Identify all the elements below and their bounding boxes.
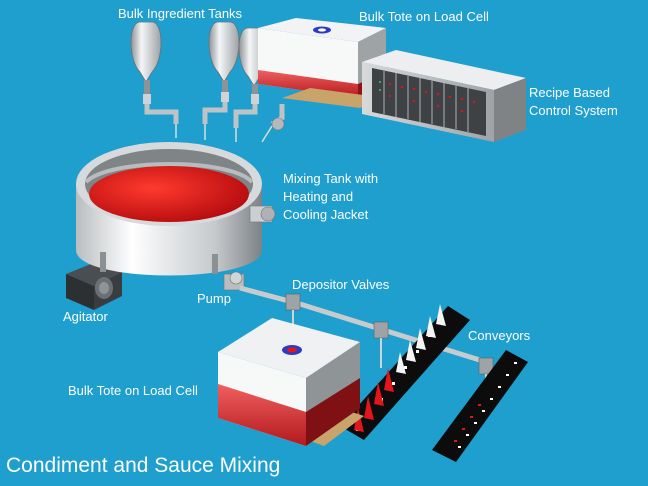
- label-mixing-tank-line2: Heating and: [283, 189, 354, 204]
- dispense-streams: [175, 124, 273, 143]
- label-mixing-tank-line1: Mixing Tank with: [283, 171, 379, 186]
- pump: [223, 271, 245, 291]
- label-bulk-tote-bottom: Bulk Tote on Load Cell: [68, 383, 198, 398]
- control-system-cabinet: [362, 50, 526, 142]
- label-mixing-tank-line3: Cooling Jacket: [283, 207, 369, 222]
- label-conveyors: Conveyors: [468, 328, 531, 343]
- cup-conveyor: [432, 350, 528, 462]
- diagram-title: Condiment and Sauce Mixing: [6, 454, 281, 477]
- label-bulk-ingredient-tanks: Bulk Ingredient Tanks: [118, 6, 243, 21]
- mixing-tank: [76, 142, 276, 276]
- ingredient-tank-2: [202, 21, 240, 124]
- label-agitator: Agitator: [63, 309, 108, 324]
- label-pump: Pump: [197, 291, 231, 306]
- bottle-conveyor: [340, 304, 470, 440]
- label-recipe-control-line2: Control System: [529, 103, 618, 118]
- bulk-tote-bottom: [218, 318, 364, 446]
- ingredient-tank-1: [130, 21, 179, 124]
- depositor-valve-2: [373, 321, 389, 368]
- label-recipe-control-line1: Recipe Based: [529, 85, 610, 100]
- label-depositor-valves: Depositor Valves: [292, 277, 390, 292]
- label-bulk-tote-top: Bulk Tote on Load Cell: [359, 9, 489, 24]
- agitator: [66, 262, 122, 310]
